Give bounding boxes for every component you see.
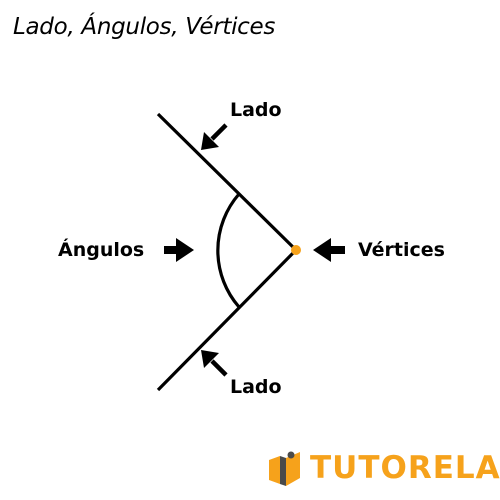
side-top-line bbox=[156, 112, 298, 252]
angle-arc bbox=[216, 192, 241, 309]
vertex-arrow-icon bbox=[313, 238, 345, 262]
vertex-dot bbox=[291, 245, 301, 255]
angle-label: Ángulos bbox=[58, 238, 144, 261]
side-top-label: Lado bbox=[230, 99, 282, 121]
tutorela-logo-text: TUTORELA bbox=[310, 450, 500, 486]
side-bottom-label: Lado bbox=[230, 376, 282, 398]
side-bottom-line bbox=[156, 248, 298, 392]
side-bottom-arrow-icon bbox=[201, 350, 228, 377]
angle-arrow-icon bbox=[164, 238, 194, 262]
page-title: Lado, Ángulos, Vértices bbox=[13, 14, 276, 40]
tutorela-logo-icon bbox=[269, 451, 300, 486]
side-top-arrow-icon bbox=[201, 123, 228, 150]
tutorela-logo: TUTORELA bbox=[266, 448, 500, 490]
vertex-label: Vértices bbox=[358, 239, 445, 261]
